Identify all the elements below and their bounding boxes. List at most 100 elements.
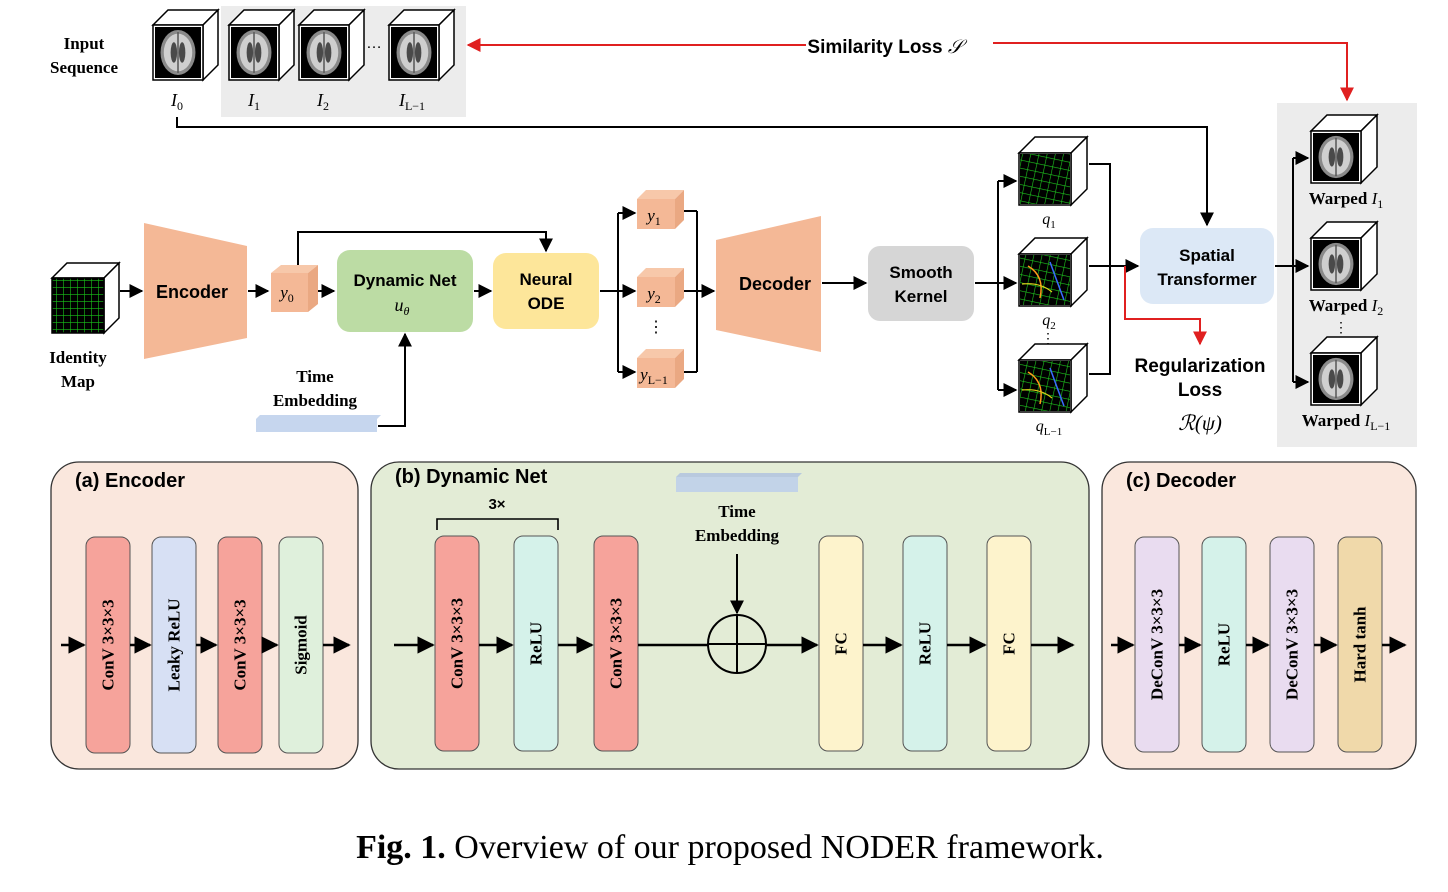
warped-cube-1: Warped I2 (1309, 220, 1383, 318)
time-embedding-top: Time Embedding (256, 332, 412, 432)
similarity-loss-label: Similarity Loss 𝒮 (807, 37, 967, 58)
svg-text:ReLU: ReLU (916, 622, 935, 665)
y-cube-0: y1 (637, 190, 684, 229)
y-label-2: yL−1 (638, 365, 668, 387)
similarity-loss: Similarity Loss 𝒮 (466, 37, 1354, 102)
dynamic-net-shape (337, 250, 473, 332)
arrow-to-regularization (1124, 266, 1207, 346)
brain-image-input-2 (301, 27, 347, 78)
dynamic-net-layer-2: ConV 3×3×3 (593, 535, 639, 752)
y0-cube-side-face (308, 265, 318, 312)
dynamic-net-layer-4: ReLU (902, 535, 948, 752)
y-cube-1: y2 (637, 268, 684, 307)
encoder-layer-2: ConV 3×3×3 (217, 536, 263, 754)
y-label-1: y2 (645, 284, 661, 306)
warped-label-1: Warped I2 (1309, 296, 1383, 318)
dynamic-net-box: Dynamic Net uθ (337, 250, 473, 332)
panel-b-time-bar-top (676, 473, 802, 477)
regularization-line2: Loss (1178, 380, 1222, 401)
y0-cube-top-face (271, 265, 318, 273)
smooth-kernel-shape (868, 246, 974, 321)
input-frame-label-0: I0 (170, 90, 183, 113)
ode-output-routing (600, 206, 716, 379)
regularization-symbol: ℛ(ψ) (1178, 411, 1222, 435)
arrow-time-to-dynamic (378, 332, 412, 427)
input-label-line2: Sequence (50, 58, 118, 77)
dynamic-net-layer-1: ReLU (513, 535, 559, 752)
spatial-transformer-line1: Spatial (1179, 246, 1235, 265)
dynamic-net-layer-3: FC (818, 535, 864, 752)
warped-cube-2: Warped IL−1 (1302, 335, 1390, 433)
q-label-1: q2 (1042, 312, 1056, 332)
svg-text:ConV 3×3×3: ConV 3×3×3 (99, 599, 118, 690)
decoder-layer-0: DeConV 3×3×3 (1134, 536, 1180, 753)
encoder-shape (144, 223, 247, 359)
identity-map-label-line1: Identity (49, 348, 107, 367)
brain-image-input-0 (155, 27, 201, 78)
input-frame-cube-2 (297, 8, 366, 82)
y-label-0: y1 (645, 206, 661, 228)
y0-cube: y0 (271, 265, 318, 312)
panel-encoder: (a) Encoder ConV 3×3×3 Leaky ReLU ConV 3×3… (50, 461, 359, 770)
regularization-line1: Regularization (1135, 356, 1266, 377)
decoder-label: Decoder (739, 274, 811, 294)
dynamic-net-layer-5: FC (986, 535, 1032, 752)
decoder: Decoder (716, 216, 821, 352)
i0-to-transformer-line (176, 117, 1214, 227)
encoder-layer-0: ConV 3×3×3 (85, 536, 131, 754)
panel-b-time-line2: Embedding (695, 526, 780, 545)
svg-text:Sigmoid: Sigmoid (292, 615, 311, 675)
time-embedding-bar (256, 419, 377, 432)
smooth-kernel-line1: Smooth (889, 263, 952, 282)
deformation-field-cube-2: qL−1 (1017, 342, 1089, 438)
field-routing (975, 163, 1207, 397)
panel-b-repeat-bracket (436, 518, 559, 530)
input-ellipsis: … (366, 35, 382, 52)
decoder-layer-2: DeConV 3×3×3 (1269, 536, 1315, 753)
deformation-field-cube-0: q1 (1017, 135, 1089, 231)
smooth-kernel-line2: Kernel (895, 287, 948, 306)
dynamic-net-layer-0: ConV 3×3×3 (434, 535, 480, 752)
svg-text:ConV 3×3×3: ConV 3×3×3 (607, 598, 626, 689)
identity-map-label-line2: Map (61, 372, 95, 391)
svg-text:FC: FC (832, 632, 851, 655)
encoder-label: Encoder (156, 282, 228, 302)
svg-text:ReLU: ReLU (527, 622, 546, 665)
spatial-transformer-box: Spatial Transformer (1140, 228, 1274, 304)
svg-text:DeConV 3×3×3: DeConV 3×3×3 (1148, 589, 1167, 700)
q-label-2: qL−1 (1036, 418, 1062, 438)
q-vdots: ⋮ (1041, 330, 1055, 346)
input-frame-cube-3 (387, 8, 456, 82)
panel-c-title: (c) Decoder (1126, 470, 1236, 492)
decoder-layer-1: ReLU (1201, 536, 1247, 753)
svg-text:Leaky ReLU: Leaky ReLU (165, 598, 184, 691)
panel-a-title: (a) Encoder (75, 470, 185, 492)
brain-image-input-3 (391, 27, 437, 78)
brain-image-input-1 (231, 27, 277, 78)
q-label-0: q1 (1042, 211, 1056, 231)
identity-map: Identity Map (49, 261, 121, 391)
y-cube-2: yL−1 (637, 349, 684, 388)
input-frame-label-3: IL−1 (398, 90, 425, 113)
neural-ode-line1: Neural (520, 270, 573, 289)
caption-text: Overview of our proposed NODER framework… (446, 829, 1104, 866)
field-bracket-right (1089, 163, 1111, 375)
brain-image-warped-2 (1313, 355, 1359, 403)
regularization-loss: Regularization Loss ℛ(ψ) (1135, 356, 1266, 435)
panel-b-repeat: 3× (488, 496, 505, 513)
panel-dynamic-net: (b) Dynamic Net 3× Time Embedding ConV 3… (370, 461, 1090, 770)
input-frame-label-1: I1 (247, 90, 260, 113)
caption-bold: Fig. 1. (356, 829, 446, 866)
encoder-layer-1: Leaky ReLU (151, 536, 197, 754)
dynamic-net-label: Dynamic Net (354, 271, 457, 290)
panel-decoder: (c) Decoder DeConV 3×3×3 ReLU DeConV 3×3×3… (1101, 461, 1417, 770)
input-frame-cube-0 (151, 8, 220, 82)
svg-text:ConV 3×3×3: ConV 3×3×3 (231, 599, 250, 690)
dynamic-net-symbol: uθ (395, 295, 410, 318)
spatial-transformer-shape (1140, 228, 1274, 304)
spatial-transformer-line2: Transformer (1157, 270, 1257, 289)
panel-b-time-line1: Time (718, 502, 756, 521)
input-frame-cube-1 (227, 8, 296, 82)
